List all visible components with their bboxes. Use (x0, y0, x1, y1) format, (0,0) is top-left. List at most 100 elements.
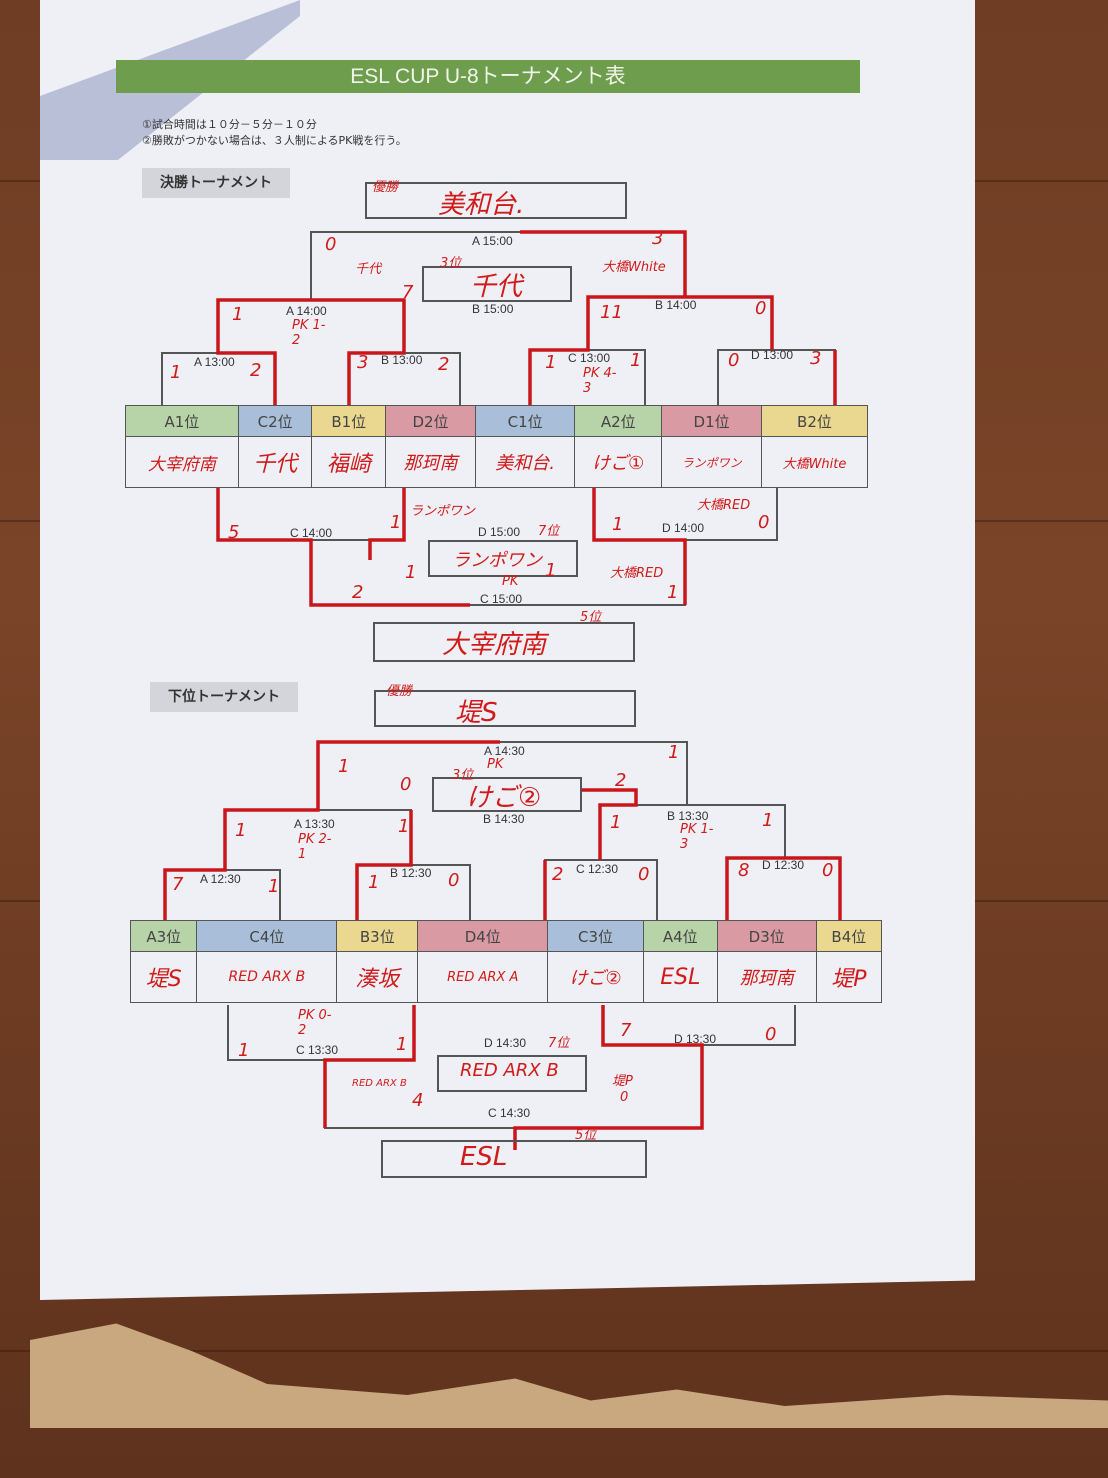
score: 0 (325, 234, 337, 255)
score: 1 (405, 562, 417, 583)
score: 0 (728, 350, 740, 371)
match-time: A 14:30 (484, 744, 525, 758)
seventh-place-team: RED ARX B (460, 1060, 559, 1081)
match-time: D 13:00 (751, 348, 794, 362)
team-name: RED ARX A (417, 951, 549, 1003)
score: 0 (448, 870, 460, 891)
seventh-place-team: ランポワン (452, 550, 542, 571)
slot-label: B4位 (815, 920, 883, 952)
match-time: B 13:00 (381, 353, 423, 367)
score: 5 (228, 522, 240, 543)
slot-label: D1位 (661, 405, 762, 437)
third-place-label: 3位 (440, 256, 462, 271)
team-note: 大橋RED (697, 498, 751, 513)
slot-label: B1位 (311, 405, 387, 437)
red-path (163, 740, 500, 920)
winner-team: 堤S (455, 698, 498, 728)
match-time: A 15:00 (472, 234, 513, 248)
team-note: 大橋White (602, 260, 666, 275)
slot-label: B3位 (336, 920, 419, 952)
slot-label: A2位 (574, 405, 663, 437)
score: 0 (765, 1024, 777, 1045)
team-name: けご① (574, 436, 663, 488)
match-time: C 13:30 (296, 1043, 339, 1057)
team-note: 千代 (355, 262, 382, 277)
third-place-team: 千代 (470, 272, 523, 302)
score: 3 (652, 228, 664, 249)
score: 1 (238, 1040, 250, 1061)
match-time: A 13:00 (194, 355, 235, 369)
rule-note-1: ①試合時間は１０分－５分－１０分 (142, 118, 317, 131)
match-time: B 12:30 (390, 866, 432, 880)
pk-score: PK (502, 574, 519, 589)
third-place-label: 3位 (452, 768, 474, 783)
rule-note-2: ②勝敗がつかない場合は、３人制によるPK戦を行う。 (142, 134, 407, 147)
slot-label: C2位 (237, 405, 313, 437)
match-time: D 13:30 (674, 1032, 717, 1046)
team-note: RED ARX B (352, 1078, 407, 1089)
match-time: B 14:30 (483, 812, 525, 826)
team-name: 福崎 (311, 436, 387, 488)
score: 1 (235, 820, 247, 841)
score: 0 (638, 864, 650, 885)
score: 1 (398, 816, 410, 837)
winner-label: 優勝 (386, 684, 413, 699)
team-name: RED ARX B (196, 951, 338, 1003)
score: 1 (612, 514, 624, 535)
score: 2 (352, 582, 364, 603)
match-time: A 12:30 (200, 872, 241, 886)
match-time: C 12:30 (576, 862, 619, 876)
pk-score: PK 4-3 (583, 366, 617, 396)
winner-box (365, 182, 627, 219)
team-name: 堤S (129, 951, 198, 1003)
team-note: 大橋RED (610, 566, 664, 581)
score: 2 (250, 360, 262, 381)
lower-team-table: A3位 C4位 B3位 D4位 C3位 A4位 D3位 B4位 堤S RED A… (129, 920, 883, 1003)
score: 1 (268, 876, 280, 897)
match-time: C 14:30 (488, 1106, 531, 1120)
fifth-place-label: 5位 (580, 610, 602, 625)
pk-score: PK 0-2 (298, 1008, 332, 1038)
team-name: ESL (642, 951, 718, 1003)
score: 1 (668, 742, 680, 763)
match-time: D 12:30 (762, 858, 805, 872)
red-path (216, 298, 406, 405)
score: 0 (758, 512, 770, 533)
slot-label: C4位 (196, 920, 338, 952)
score: 2 (552, 864, 564, 885)
slot-label: C1位 (474, 405, 576, 437)
match-time: D 15:00 (478, 525, 521, 539)
red-path (513, 1005, 704, 1150)
score: 11 (600, 302, 623, 323)
score: 1 (390, 512, 402, 533)
team-name: 湊坂 (336, 951, 419, 1003)
upper-team-table: A1位 C2位 B1位 D2位 C1位 A2位 D1位 B2位 大宰府南 千代 … (125, 405, 869, 488)
score: 1 (610, 812, 622, 833)
red-path (368, 488, 687, 605)
pk-score: PK 2-1 (298, 832, 332, 862)
score: 3 (810, 348, 822, 369)
fifth-place-box (373, 622, 635, 662)
fifth-place-team: ESL (460, 1142, 508, 1172)
team-name: 千代 (237, 436, 313, 488)
section-label-final: 決勝トーナメント (142, 168, 290, 198)
score: 4 (412, 1090, 424, 1111)
slot-label: D3位 (716, 920, 817, 952)
match-time: A 13:30 (294, 817, 335, 831)
match-time: C 13:00 (568, 351, 611, 365)
score: 1 (368, 872, 380, 893)
team-name: けご② (547, 951, 644, 1003)
score: 1 (762, 810, 774, 831)
pk-score: PK (487, 757, 504, 772)
score: 7 (172, 874, 184, 895)
slot-label: A4位 (642, 920, 718, 952)
winner-paths (163, 230, 842, 1150)
slot-label: B2位 (760, 405, 869, 437)
score: 1 (667, 582, 679, 603)
match-time: A 14:00 (286, 304, 327, 318)
seventh-place-box (437, 1055, 587, 1092)
sheet-title: ESL CUP U-8トーナメント表 (116, 60, 860, 93)
match-time: D 14:30 (484, 1036, 527, 1050)
red-path (216, 488, 470, 607)
